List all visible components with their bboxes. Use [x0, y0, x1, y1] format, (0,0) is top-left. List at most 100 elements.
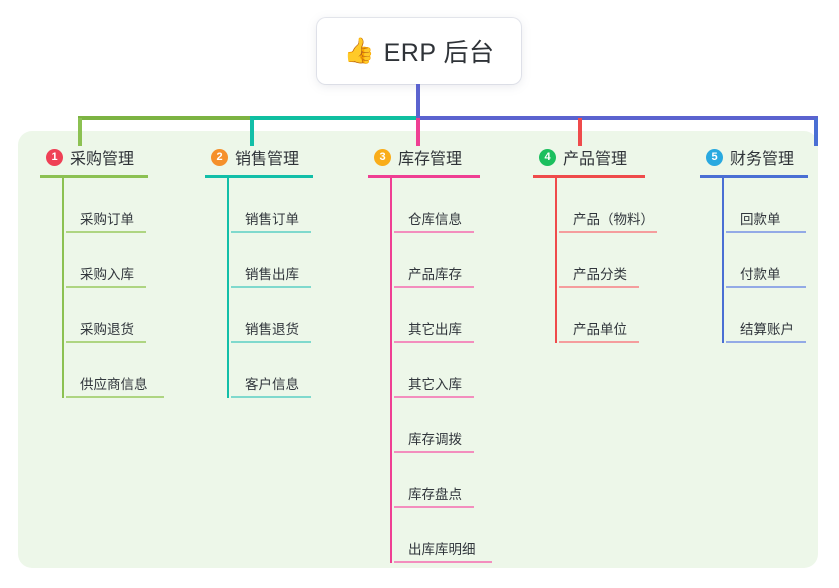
list-item-label: 产品分类 — [573, 267, 627, 282]
list-item[interactable]: 销售出库 — [209, 233, 313, 288]
column-spine — [390, 178, 392, 563]
list-item[interactable]: 回款单 — [704, 178, 808, 233]
column-badge-number: 3 — [374, 148, 391, 166]
column-badge-number: 5 — [706, 148, 723, 166]
drop-line-column-3 — [416, 118, 420, 146]
trunk-connector — [416, 84, 420, 120]
column-spine — [227, 178, 229, 398]
root-node[interactable]: 👍 ERP 后台 — [317, 18, 521, 84]
list-item[interactable]: 客户信息 — [209, 343, 313, 398]
list-item-label: 其它出库 — [408, 322, 462, 337]
column-title: 财务管理 — [730, 151, 795, 168]
list-item[interactable]: 其它入库 — [372, 343, 480, 398]
list-item[interactable]: 仓库信息 — [372, 178, 480, 233]
drop-line-column-1 — [78, 118, 82, 146]
list-item-label: 销售出库 — [245, 267, 299, 282]
diagram-panel-background — [18, 131, 818, 568]
root-node-label: ERP 后台 — [383, 39, 495, 67]
list-item-rule — [66, 231, 146, 233]
list-item[interactable]: 产品（物料） — [537, 178, 657, 233]
list-item-rule — [394, 341, 474, 343]
column-header-rule — [205, 175, 313, 178]
column-item-list: 销售订单销售出库销售退货客户信息 — [205, 178, 313, 398]
list-item[interactable]: 采购退货 — [44, 288, 148, 343]
list-item-label: 采购退货 — [80, 322, 134, 337]
column-title: 库存管理 — [398, 151, 463, 168]
list-item-label: 产品单位 — [573, 322, 627, 337]
list-item[interactable]: 付款单 — [704, 233, 808, 288]
column-header-2[interactable]: 2 销售管理 — [205, 143, 313, 171]
list-item-rule — [66, 341, 146, 343]
list-item-rule — [66, 286, 146, 288]
column-1: 1 采购管理采购订单采购入库采购退货供应商信息 — [40, 143, 164, 398]
list-item[interactable]: 库存盘点 — [372, 453, 480, 508]
list-item-label: 销售订单 — [245, 212, 299, 227]
list-item-rule — [66, 396, 164, 398]
column-item-list: 仓库信息产品库存其它出库其它入库库存调拨库存盘点出库库明细 — [368, 178, 492, 563]
column-header-rule — [368, 175, 480, 178]
list-item[interactable]: 产品单位 — [537, 288, 654, 343]
connector-bar-teal — [250, 116, 420, 120]
column-header-rule — [700, 175, 808, 178]
list-item-label: 仓库信息 — [408, 212, 462, 227]
column-header-rule — [533, 175, 645, 178]
connector-bar-indigo — [416, 116, 818, 120]
drop-line-column-5 — [814, 118, 818, 146]
list-item-rule — [394, 286, 474, 288]
list-item-rule — [394, 451, 474, 453]
list-item[interactable]: 出库库明细 — [372, 508, 492, 563]
list-item-rule — [726, 231, 806, 233]
column-item-list: 产品（物料） 产品分类产品单位 — [533, 178, 657, 343]
list-item-label: 销售退货 — [245, 322, 299, 337]
list-item-rule — [726, 286, 806, 288]
column-header-5[interactable]: 5 财务管理 — [700, 143, 808, 171]
connector-bar-green — [78, 116, 252, 120]
column-3: 3 库存管理仓库信息产品库存其它出库其它入库库存调拨库存盘点出库库明细 — [368, 143, 492, 563]
column-badge-number: 4 — [539, 148, 556, 166]
column-spine — [555, 178, 557, 343]
list-item-label: 产品库存 — [408, 267, 462, 282]
list-item[interactable]: 采购订单 — [44, 178, 148, 233]
list-item[interactable]: 其它出库 — [372, 288, 480, 343]
thumbs-up-icon: 👍 — [343, 36, 375, 65]
list-item[interactable]: 采购入库 — [44, 233, 148, 288]
list-item[interactable]: 库存调拨 — [372, 398, 480, 453]
list-item-rule — [231, 231, 311, 233]
column-header-3[interactable]: 3 库存管理 — [368, 143, 480, 171]
drop-line-column-2 — [250, 118, 254, 146]
column-badge-number: 1 — [46, 148, 63, 166]
column-title: 销售管理 — [235, 151, 300, 168]
list-item-label: 库存调拨 — [408, 432, 462, 447]
column-2: 2 销售管理销售订单销售出库销售退货客户信息 — [205, 143, 313, 398]
list-item-rule — [726, 341, 806, 343]
list-item-label: 出库库明细 — [408, 542, 476, 557]
column-spine — [722, 178, 724, 343]
list-item[interactable]: 销售订单 — [209, 178, 313, 233]
list-item-label: 结算账户 — [740, 322, 794, 337]
list-item-label: 产品（物料） — [573, 212, 654, 227]
list-item[interactable]: 结算账户 — [704, 288, 808, 343]
column-spine — [62, 178, 64, 398]
list-item[interactable]: 销售退货 — [209, 288, 313, 343]
column-item-list: 采购订单采购入库采购退货供应商信息 — [40, 178, 164, 398]
list-item-rule — [559, 231, 657, 233]
list-item[interactable]: 供应商信息 — [44, 343, 164, 398]
column-header-rule — [40, 175, 148, 178]
list-item-rule — [231, 396, 311, 398]
list-item-label: 其它入库 — [408, 377, 462, 392]
drop-line-column-4 — [578, 118, 582, 146]
column-header-1[interactable]: 1 采购管理 — [40, 143, 148, 171]
list-item[interactable]: 产品分类 — [537, 233, 654, 288]
list-item-label: 库存盘点 — [408, 487, 462, 502]
list-item-rule — [559, 286, 639, 288]
column-title: 采购管理 — [70, 151, 135, 168]
list-item-rule — [231, 286, 311, 288]
column-badge-number: 2 — [211, 148, 228, 166]
list-item[interactable]: 产品库存 — [372, 233, 480, 288]
list-item-rule — [394, 561, 492, 563]
list-item-label: 采购订单 — [80, 212, 134, 227]
list-item-rule — [231, 341, 311, 343]
